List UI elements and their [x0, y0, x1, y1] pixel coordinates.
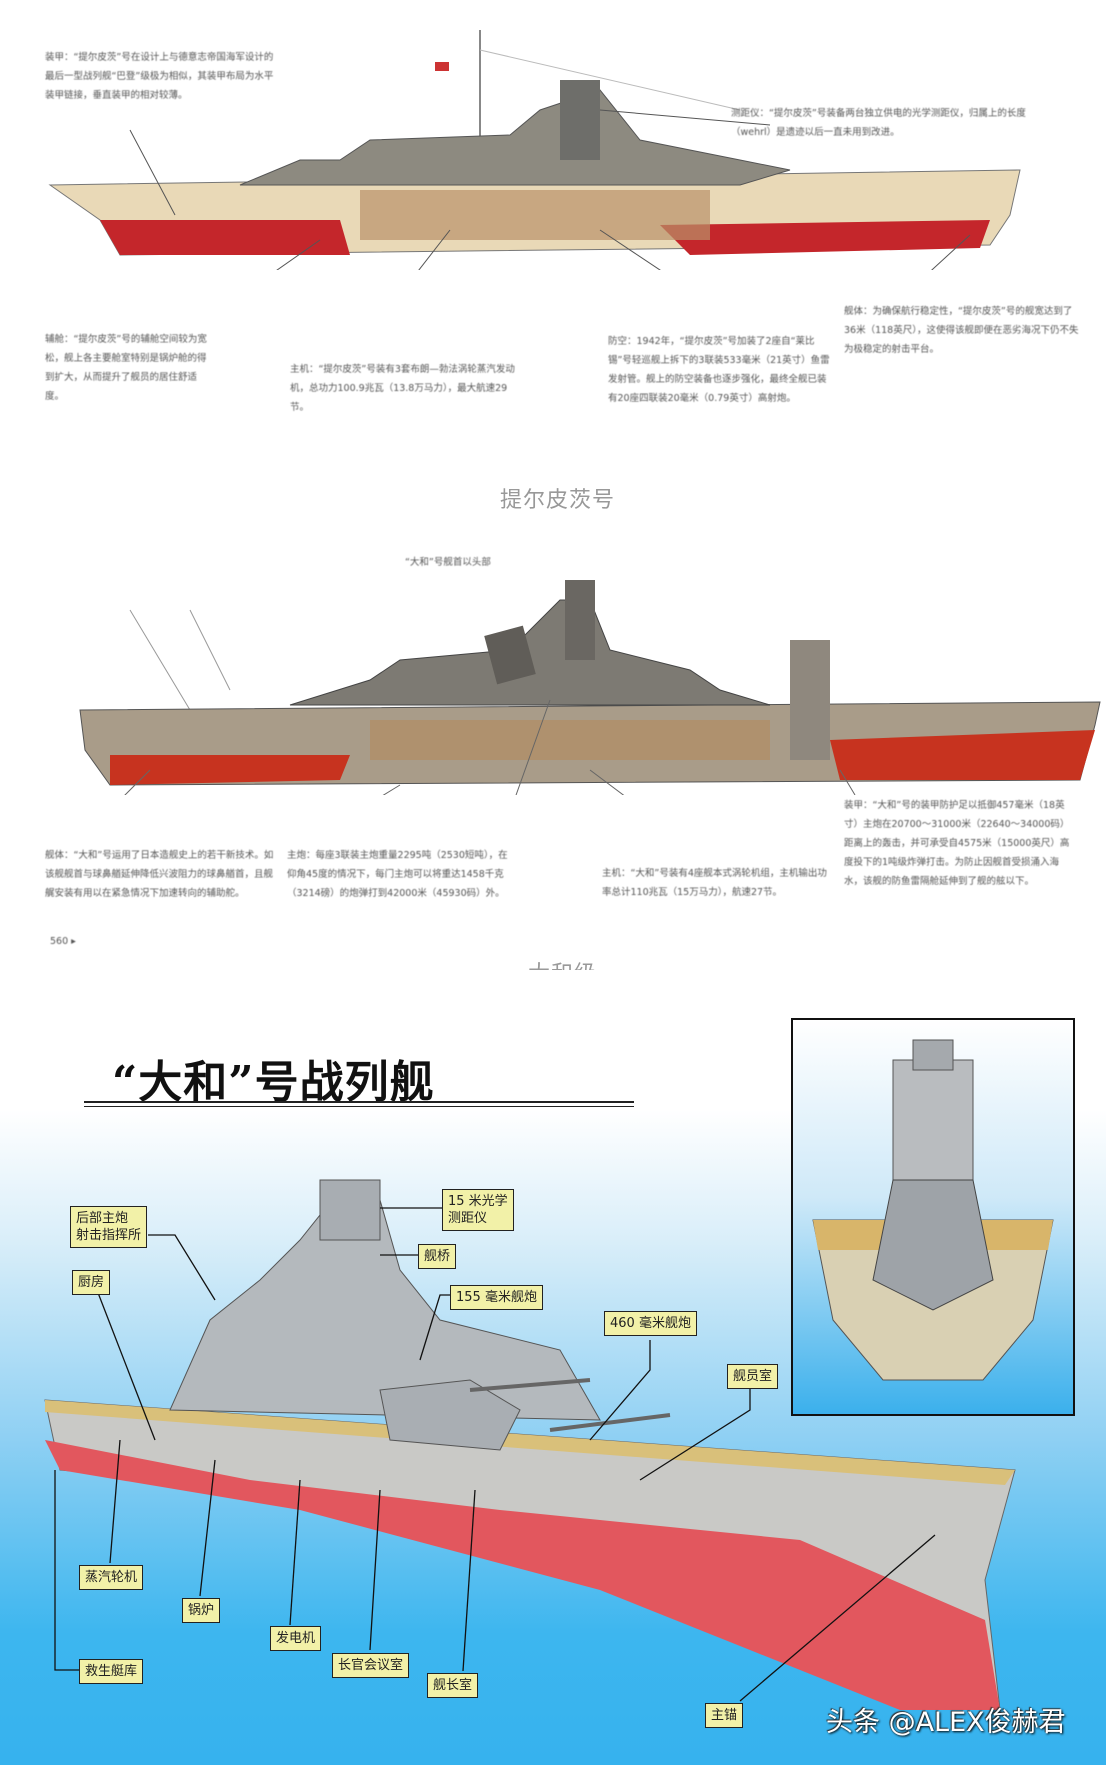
yamato-note-main-gun: 主炮：每座3联装主炮重量2295吨（2530短吨），在仰角45度的情况下，每门主…: [287, 850, 508, 899]
label-rear-director-line1: 后部主炮: [76, 1211, 129, 1226]
watermark: 头条 @ALEX俊赫君: [826, 1707, 1066, 1738]
tirpitz-caption: 提尔皮茨号: [500, 488, 616, 513]
yamato-cutaway-illustration: [44, 1179, 1016, 1711]
label-lifeboat-store: 救生艇库: [79, 1659, 144, 1684]
page-number: 560 ▸: [50, 936, 76, 947]
yamato-note-engine: 主机：“大和”号装有4座舰本式涡轮机组，主机输出功率总计110兆瓦（15万马力）…: [602, 868, 827, 898]
label-rear-director-line2: 射击指挥所: [76, 1228, 142, 1243]
yamato-class-caption: 大和级: [528, 956, 597, 970]
label-rangefinder-line2: 测距仪: [448, 1211, 488, 1226]
label-rangefinder-line1: 15 米光学: [448, 1194, 508, 1209]
label-turbine: 蒸汽轮机: [79, 1565, 144, 1590]
tirpitz-note-armor: 装甲：“提尔皮茨”号在设计上与德意志帝国海军设计的最后一型战列舰“巴登”级极为相…: [45, 52, 274, 101]
yamato-note-hull: 舰体：“大和”号运用了日本造舰史上的若干新技术。如该舰舰首与球鼻艏延伸降低兴波阻…: [45, 850, 274, 899]
label-wardroom: 长官会议室: [332, 1653, 410, 1678]
label-crew-quarters: 舰员室: [727, 1364, 779, 1389]
label-main-anchor: 主锚: [705, 1703, 744, 1728]
tirpitz-note-air-defense: 防空：1942年，“提尔皮茨”号加装了2座自“莱比锡”号轻巡舰上拆下的3联装53…: [608, 336, 830, 404]
bow-cutaway-illustration: [812, 1039, 1054, 1381]
yamato-note-armor: 装甲：“大和”号的装甲防护足以抵御457毫米（18英寸）主炮在20700～310…: [844, 800, 1070, 887]
label-generator: 发电机: [270, 1626, 322, 1651]
label-rangefinder: 15 米光学 测距仪: [442, 1189, 514, 1231]
bow-view-inset: [791, 1018, 1075, 1416]
label-captain-cabin: 舰长室: [427, 1673, 479, 1698]
tirpitz-note-hull: 舰体：为确保航行稳定性，“提尔皮茨”号的舰宽达到了36米（118英尺），这使得该…: [844, 306, 1079, 355]
title-underline-2: [84, 1106, 634, 1107]
yamato-side-illustration: [79, 580, 1101, 795]
tirpitz-note-engine: 主机：“提尔皮茨”号装有3套布朗—勃法涡轮蒸汽发动机，总功力100.9兆瓦（13…: [290, 364, 515, 413]
label-boiler: 锅炉: [182, 1598, 221, 1623]
tirpitz-note-compartments: 辅舱：“提尔皮茨”号的辅舱空间较为宽松，舰上各主要舱室特别是锅炉舱的得到扩大，从…: [45, 334, 207, 402]
tirpitz-note-rangefinder: 测距仪：“提尔皮茨”号装备两台独立供电的光学测距仪，归属上的长度（wehrl）是…: [731, 108, 1026, 138]
label-secondary-gun: 155 毫米舰炮: [450, 1285, 543, 1310]
label-rear-director: 后部主炮 射击指挥所: [70, 1206, 148, 1248]
label-main-gun: 460 毫米舰炮: [604, 1311, 697, 1336]
tirpitz-illustration: [48, 30, 1021, 270]
yamato-top-note: “大和”号舰首以头部: [405, 557, 491, 568]
title-underline: [84, 1101, 634, 1103]
label-bridge: 舰桥: [418, 1244, 457, 1269]
page-title: “大和”号战列舰: [112, 1057, 435, 1108]
label-galley: 厨房: [72, 1270, 111, 1295]
